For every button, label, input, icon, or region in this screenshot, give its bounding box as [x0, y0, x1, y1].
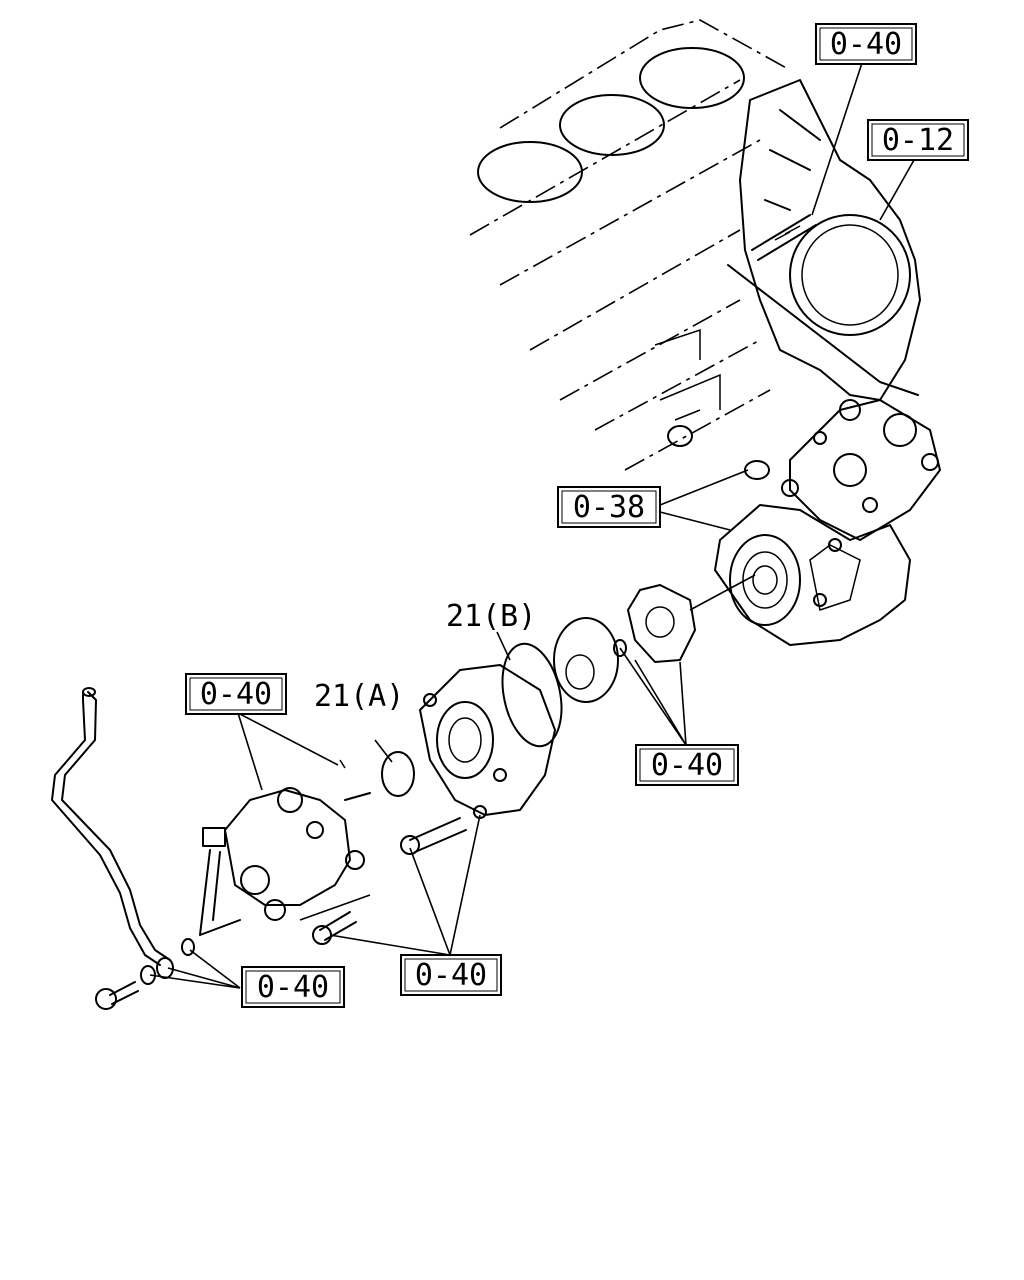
callout-top-right-1: 0-40: [815, 23, 917, 65]
fuel-pipe: [51, 687, 171, 966]
part-label-21b: 21(B): [446, 599, 536, 634]
callout-mid-right: 0-38: [557, 486, 661, 528]
callout-label: 0-40: [830, 27, 902, 62]
engine-block: [469, 19, 921, 471]
fasteners: [95, 817, 467, 1010]
callout-left-upper: 0-40: [185, 673, 287, 715]
callout-label: 0-40: [257, 970, 329, 1005]
o-ring-21a: [381, 751, 415, 797]
injection-pump: [199, 759, 371, 936]
pump-bracket: [419, 664, 556, 819]
callout-label: 0-40: [200, 677, 272, 712]
callout-bottom-left: 0-40: [241, 966, 345, 1008]
callout-label: 0-40: [651, 748, 723, 783]
callout-bottom-center: 0-40: [400, 954, 502, 996]
part-label-21a: 21(A): [314, 679, 404, 714]
coupling-plate: [627, 574, 756, 663]
callout-label: 0-12: [882, 123, 954, 158]
coupling-disc: [553, 617, 627, 703]
o-ring-21b: [501, 642, 563, 748]
callout-top-right-2: 0-12: [867, 119, 969, 161]
callout-label: 0-38: [573, 490, 645, 525]
callout-label: 0-40: [415, 958, 487, 993]
leader-lines: [149, 62, 915, 989]
air-compressor: [714, 399, 941, 646]
callout-mid-lower: 0-40: [635, 744, 739, 786]
